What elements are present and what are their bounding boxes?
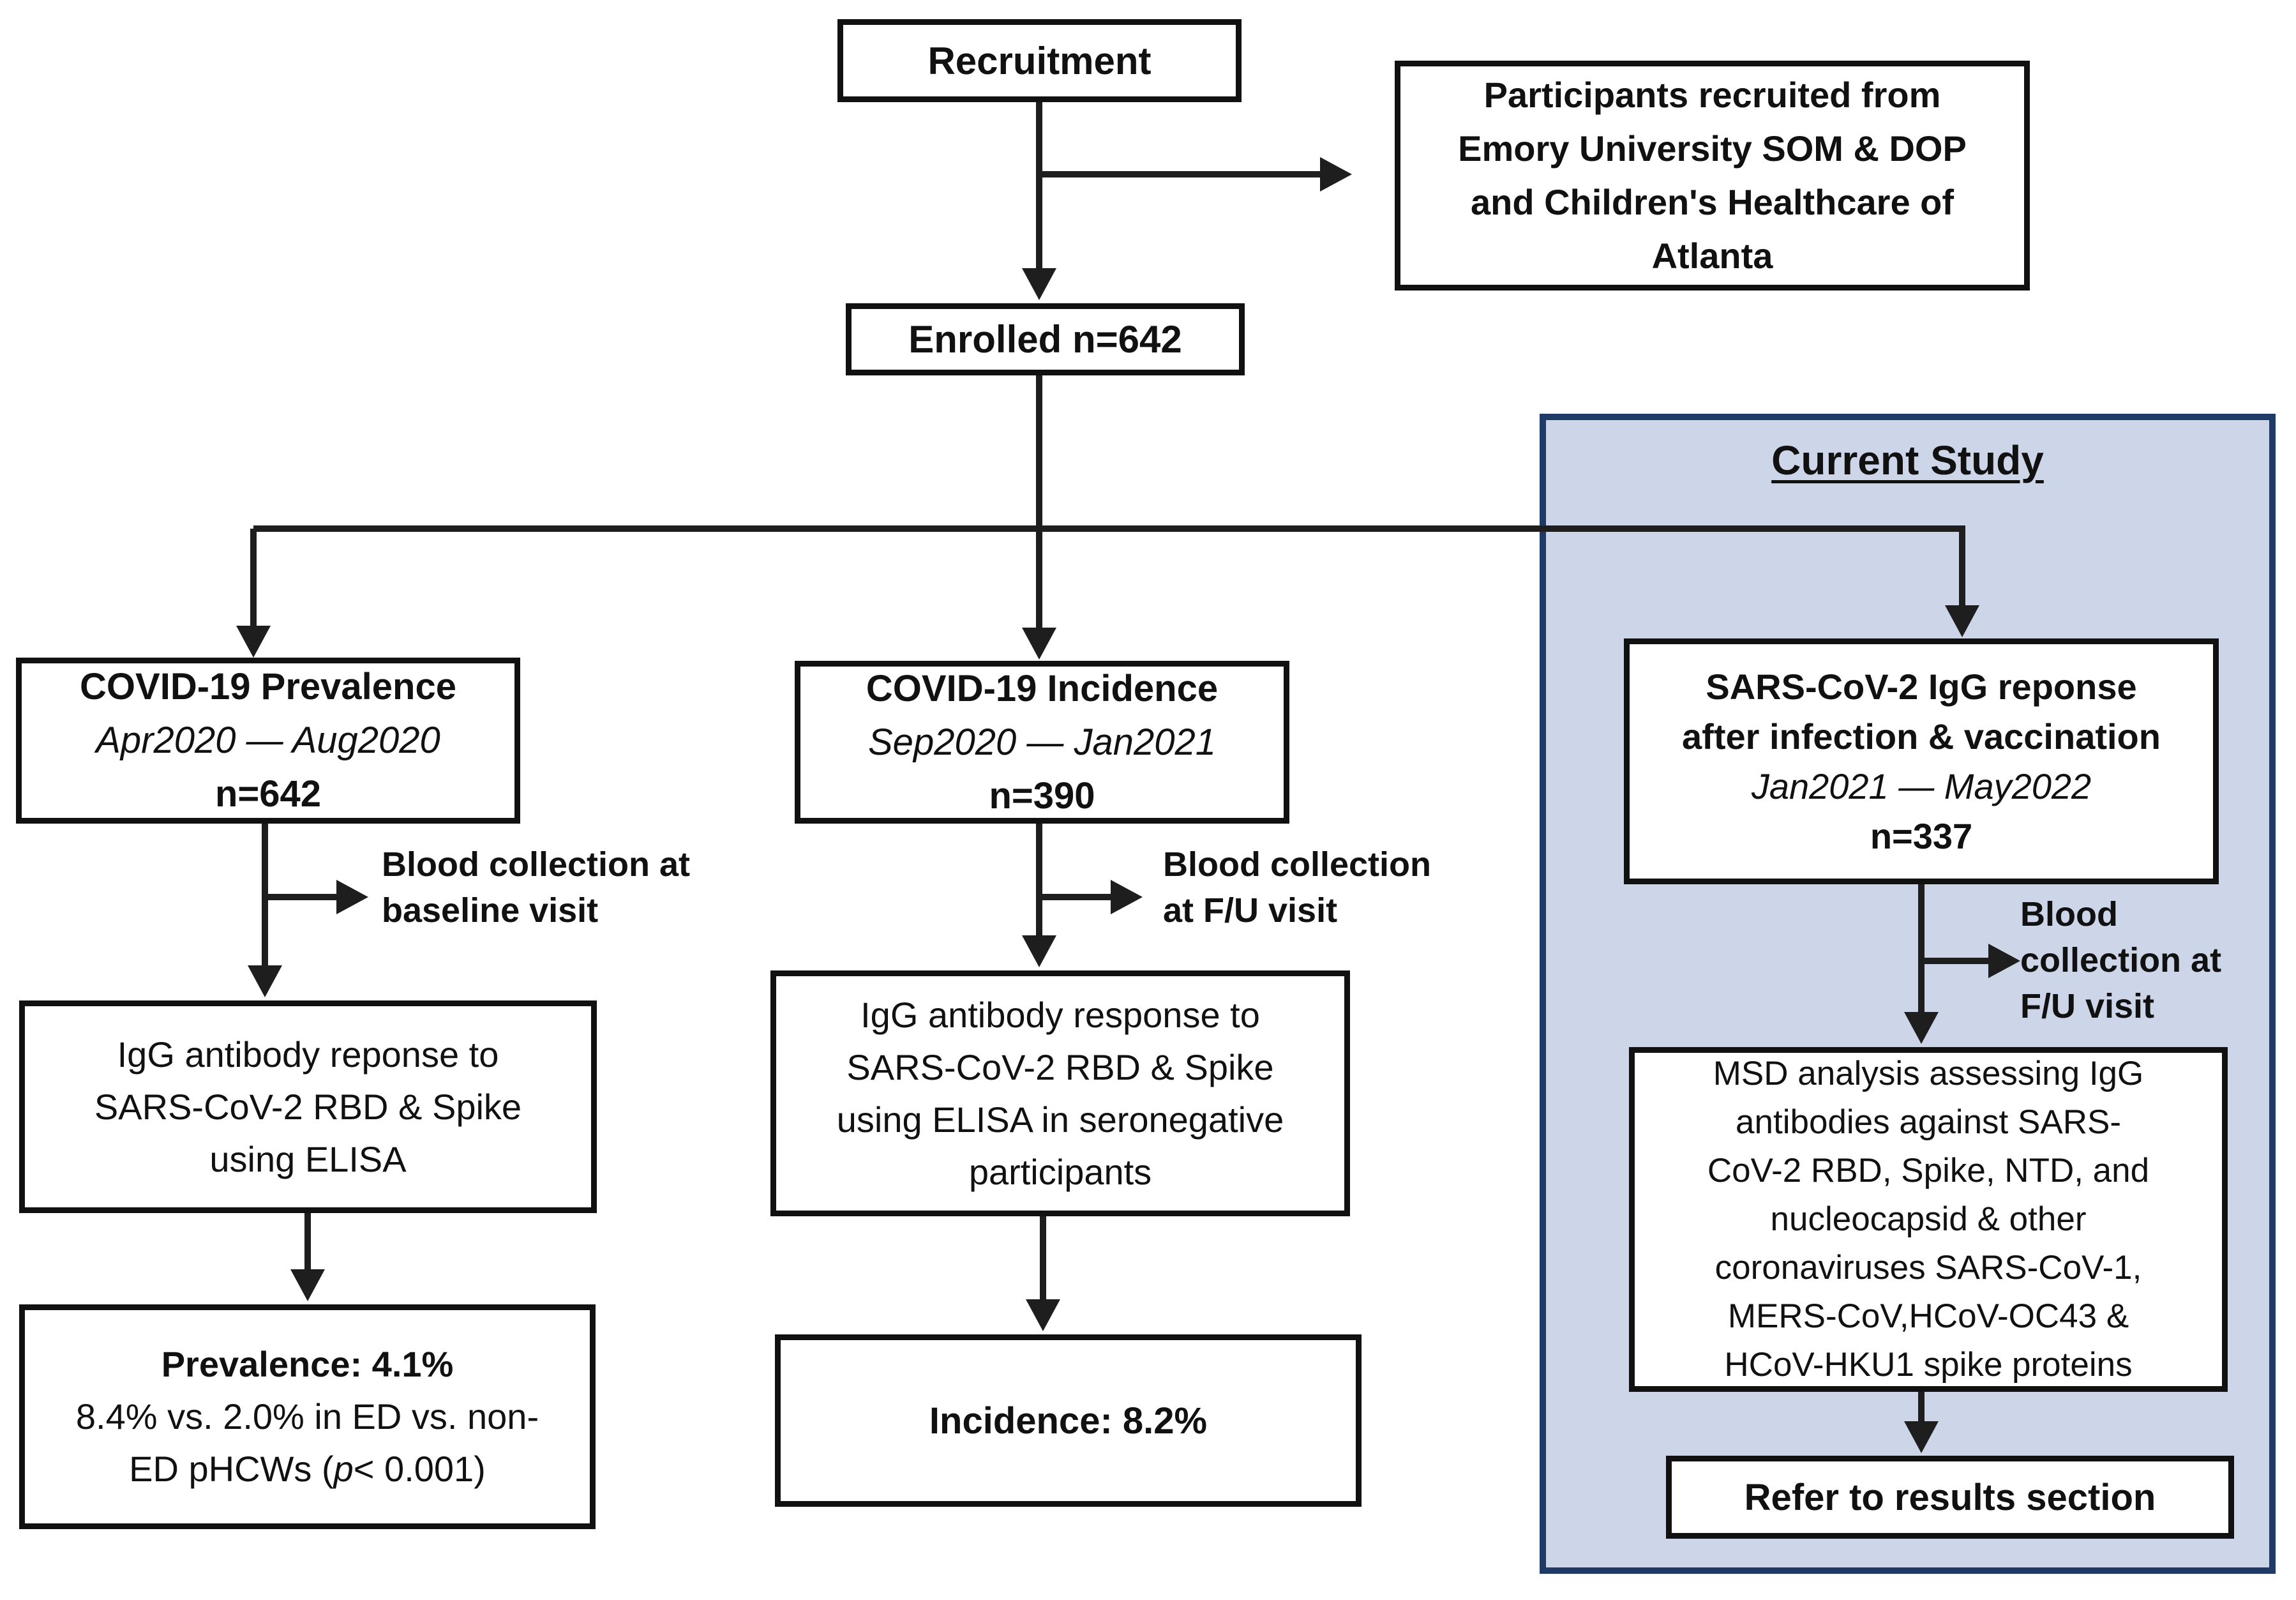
prevalence-header: COVID-19 Prevalence <box>80 666 456 707</box>
connector-method-results-middle <box>1040 1216 1046 1301</box>
detail2-p-italic: p <box>333 1449 354 1489</box>
arrowhead-prevalence <box>236 626 271 658</box>
blood-collection-fu-label-middle: Blood collection at F/U visit <box>1163 842 1431 933</box>
blood-fu-mid-line-1: Blood collection <box>1163 845 1432 884</box>
recruitment-label: Recruitment <box>927 39 1152 82</box>
msd-line-1: MSD analysis assessing IgG <box>1713 1055 2144 1092</box>
blood-fu-mid-line-2: at F/U visit <box>1163 891 1338 930</box>
igg-mid-line-3: using ELISA in seronegative <box>836 1099 1284 1140</box>
connector-side-right <box>1921 958 1988 964</box>
prevalence-n: n=642 <box>214 773 322 815</box>
msd-line-4: nucleocapsid & other <box>1770 1200 2087 1238</box>
connector-sars-msd <box>1918 884 1925 1013</box>
incidence-dates: Sep2020 — Jan2021 <box>868 721 1216 763</box>
detail2-pre: ED pHCWs ( <box>129 1449 334 1489</box>
enrolled-label: Enrolled n=642 <box>908 318 1182 361</box>
igg-mid-line-1: IgG antibody response to <box>860 994 1260 1035</box>
arrowhead-method-left <box>248 965 282 997</box>
sars-line-2: after infection & vaccination <box>1682 716 2161 757</box>
msd-line-6: MERS-CoV,HCoV-OC43 & <box>1727 1297 2129 1335</box>
prevalence-results-box: Prevalence: 4.1% 8.4% vs. 2.0% in ED vs.… <box>19 1304 596 1529</box>
msd-line-5: coronaviruses SARS-CoV-1, <box>1714 1249 2142 1287</box>
prevalence-result-detail-1: 8.4% vs. 2.0% in ED vs. non- <box>75 1396 539 1437</box>
msd-analysis-box: MSD analysis assessing IgG antibodies ag… <box>1629 1047 2228 1392</box>
incidence-n: n=390 <box>989 774 1095 817</box>
arrowhead-side-left <box>336 880 368 914</box>
covid-prevalence-box: COVID-19 Prevalence Apr2020 — Aug2020 n=… <box>16 658 520 824</box>
sars-n: n=337 <box>1870 815 1973 856</box>
connector-method-results-left <box>304 1213 311 1271</box>
participants-box: Participants recruited from Emory Univer… <box>1395 61 2030 291</box>
incidence-result-headline: Incidence: 8.2% <box>929 1400 1208 1442</box>
connector-recruitment-participants <box>1039 171 1320 177</box>
incidence-results-box: Incidence: 8.2% <box>775 1334 1362 1507</box>
connector-side-middle <box>1039 894 1111 900</box>
arrowhead-incidence <box>1022 628 1056 660</box>
connector-enrolled-down <box>1036 375 1042 529</box>
prevalence-result-detail-2: ED pHCWs (p< 0.001) <box>129 1443 486 1495</box>
prevalence-result-headline: Prevalence: 4.1% <box>161 1344 454 1384</box>
igg-left-line-1: IgG antibody reponse to <box>117 1034 499 1075</box>
arrowhead-results-left <box>290 1269 325 1301</box>
participants-line-4: Atlanta <box>1651 236 1773 276</box>
arrowhead-side-middle <box>1111 880 1143 914</box>
blood-fu-right-line-2: collection at <box>2020 941 2222 979</box>
igg-mid-line-4: participants <box>968 1151 1152 1192</box>
current-study-title: Current Study <box>1771 437 2044 483</box>
msd-line-7: HCoV-HKU1 spike proteins <box>1724 1346 2133 1384</box>
msd-line-2: antibodies against SARS- <box>1736 1103 2121 1141</box>
sars-dates: Jan2021 — May2022 <box>1751 766 2092 806</box>
participants-line-3: and Children's Healthcare of <box>1470 182 1955 222</box>
blood-fu-right-line-3: F/U visit <box>2020 987 2155 1025</box>
covid-incidence-box: COVID-19 Incidence Sep2020 — Jan2021 n=3… <box>795 661 1289 824</box>
arrowhead-enrolled <box>1022 268 1056 300</box>
refer-results-label: Refer to results section <box>1744 1476 2156 1518</box>
igg-elisa-box-left: IgG antibody reponse to SARS-CoV-2 RBD &… <box>19 1000 597 1213</box>
blood-baseline-line-2: baseline visit <box>382 891 599 930</box>
recruitment-box: Recruitment <box>837 19 1242 102</box>
prevalence-dates: Apr2020 — Aug2020 <box>96 720 440 761</box>
connector-distribution-horizontal <box>253 525 1965 532</box>
connector-drop-middle <box>1036 532 1042 628</box>
connector-drop-left <box>250 529 257 626</box>
sars-igg-response-box: SARS-CoV-2 IgG reponse after infection &… <box>1624 638 2219 884</box>
arrowhead-results-middle <box>1026 1299 1060 1331</box>
connector-recruitment-enrolled <box>1036 102 1042 268</box>
refer-results-box: Refer to results section <box>1666 1456 2234 1539</box>
igg-left-line-2: SARS-CoV-2 RBD & Spike <box>94 1086 522 1127</box>
connector-side-left <box>265 894 336 900</box>
participants-line-2: Emory University SOM & DOP <box>1458 128 1967 169</box>
arrowhead-sars <box>1945 605 1979 637</box>
igg-left-line-3: using ELISA <box>209 1138 407 1179</box>
msd-line-3: CoV-2 RBD, Spike, NTD, and <box>1707 1152 2150 1189</box>
participants-line-1: Participants recruited from <box>1483 75 1941 115</box>
blood-fu-right-line-1: Blood <box>2020 895 2118 933</box>
connector-msd-results <box>1918 1392 1925 1423</box>
arrowhead-method-middle <box>1022 935 1056 967</box>
enrolled-box: Enrolled n=642 <box>846 303 1245 375</box>
incidence-header: COVID-19 Incidence <box>866 667 1219 709</box>
igg-mid-line-2: SARS-CoV-2 RBD & Spike <box>846 1046 1274 1087</box>
arrowhead-side-right <box>1988 944 2020 978</box>
blood-collection-baseline-label: Blood collection at baseline visit <box>382 842 690 933</box>
detail2-post: < 0.001) <box>353 1449 486 1489</box>
arrowhead-participants <box>1320 157 1352 192</box>
sars-line-1: SARS-CoV-2 IgG reponse <box>1706 666 2137 707</box>
arrowhead-msd <box>1904 1012 1939 1044</box>
igg-elisa-box-middle: IgG antibody response to SARS-CoV-2 RBD … <box>770 970 1350 1216</box>
connector-incidence-method <box>1036 824 1042 935</box>
connector-drop-right <box>1959 529 1965 607</box>
blood-baseline-line-1: Blood collection at <box>382 845 691 884</box>
arrowhead-results-right <box>1904 1421 1939 1453</box>
blood-collection-fu-label-right: Blood collection at F/U visit <box>2020 891 2221 1029</box>
